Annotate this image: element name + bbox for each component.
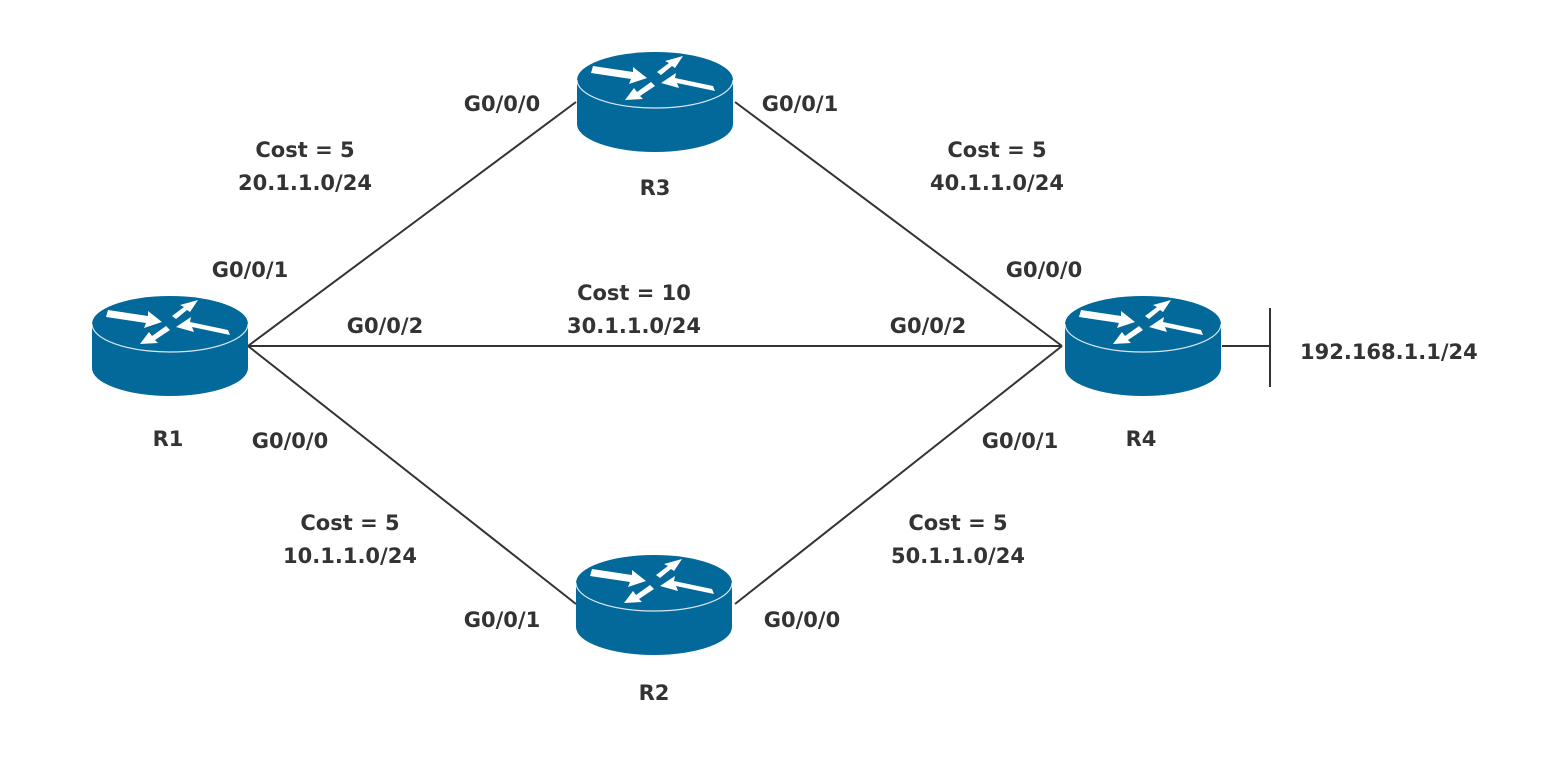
link-r1-r3 bbox=[247, 101, 577, 347]
router-r3[interactable] bbox=[576, 51, 734, 153]
iface-label: G0/0/0 bbox=[1006, 258, 1082, 282]
cost-label: Cost = 5 bbox=[947, 138, 1046, 162]
cost-label: Cost = 5 bbox=[300, 511, 399, 535]
link-r2-r4 bbox=[734, 345, 1063, 605]
router-icon bbox=[91, 295, 249, 397]
network-label: 40.1.1.0/24 bbox=[930, 171, 1064, 195]
router-label-r3: R3 bbox=[640, 176, 671, 200]
router-r2[interactable] bbox=[575, 554, 733, 656]
cost-label: Cost = 5 bbox=[255, 138, 354, 162]
network-label: 10.1.1.0/24 bbox=[283, 544, 417, 568]
iface-label: G0/0/1 bbox=[762, 92, 838, 116]
link-r3-r4 bbox=[734, 101, 1063, 347]
link-r1-r2 bbox=[247, 345, 577, 605]
router-r1[interactable] bbox=[91, 295, 249, 397]
iface-label: G0/0/1 bbox=[212, 258, 288, 282]
network-label: 50.1.1.0/24 bbox=[891, 544, 1025, 568]
network-label: 30.1.1.0/24 bbox=[567, 314, 701, 338]
router-label-r2: R2 bbox=[639, 681, 670, 705]
router-icon bbox=[1064, 295, 1222, 397]
iface-label: G0/0/1 bbox=[982, 429, 1058, 453]
network-label: 20.1.1.0/24 bbox=[238, 171, 372, 195]
lan-network-label: 192.168.1.1/24 bbox=[1300, 340, 1478, 364]
iface-label: G0/0/1 bbox=[464, 608, 540, 632]
iface-label: G0/0/0 bbox=[464, 92, 540, 116]
router-icon bbox=[575, 554, 733, 656]
router-label-r1: R1 bbox=[153, 427, 184, 451]
iface-label: G0/0/2 bbox=[890, 314, 966, 338]
iface-label: G0/0/0 bbox=[252, 429, 328, 453]
router-label-r4: R4 bbox=[1126, 427, 1157, 451]
cost-label: Cost = 10 bbox=[577, 281, 691, 305]
iface-label: G0/0/2 bbox=[347, 314, 423, 338]
router-r4[interactable] bbox=[1064, 295, 1222, 397]
cost-label: Cost = 5 bbox=[908, 511, 1007, 535]
iface-label: G0/0/0 bbox=[764, 608, 840, 632]
router-icon bbox=[576, 51, 734, 153]
